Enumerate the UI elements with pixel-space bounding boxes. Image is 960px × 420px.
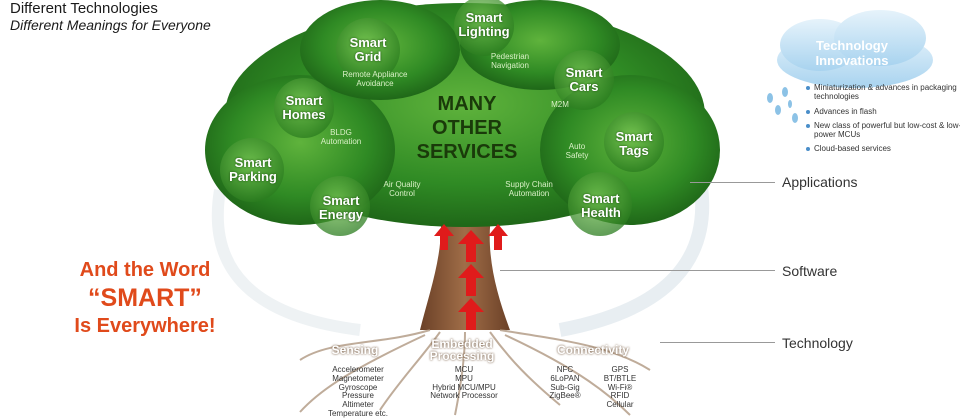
smart-tagline: And the Word “SMART” Is Everywhere! <box>20 256 270 340</box>
list-item: ZigBee® <box>549 391 581 401</box>
innovations-title: Technology Innovations <box>815 38 889 68</box>
connectivity-list-2: GPS BT/BTLE Wi-Fi® RFID Cellular <box>592 365 648 410</box>
list-item: Accelerometer <box>332 365 384 374</box>
list-item: Magnetometer <box>332 373 384 383</box>
smart-health-label: Smart Health <box>581 191 621 220</box>
list-item: RFID <box>610 391 630 401</box>
list-item: Altimeter <box>342 400 374 410</box>
innovation-item: New class of powerful but low-cost & low… <box>814 121 960 139</box>
header-subtitle: Different Meanings for Everyone <box>10 17 211 33</box>
list-item: Network Processor <box>430 391 498 401</box>
list-item: Cellular <box>606 400 634 410</box>
processing-list: MCU MPU Hybrid MCU/MPU Network Processor <box>414 365 514 401</box>
list-item: Pressure <box>341 391 374 401</box>
smart-grid-label: Smart Grid <box>349 35 387 64</box>
rain-drops <box>767 87 798 123</box>
innovation-cloud <box>777 10 933 88</box>
embedded-processing-heading: Embedded Processing <box>429 337 495 363</box>
bullet-icon <box>806 86 810 90</box>
innovation-item: Advances in flash <box>814 107 877 116</box>
list-item: Sub-Gig <box>550 382 580 392</box>
center-line: OTHER <box>432 117 502 139</box>
smart-energy-label: Smart Energy <box>318 193 364 222</box>
header-title: Different Technologies <box>10 0 158 17</box>
list-item: Temperature etc. <box>327 408 389 418</box>
air-quality-label: Air Quality Control <box>383 180 421 198</box>
many-other-services: MANY OTHER SERVICES <box>392 92 542 164</box>
smart-homes-label: Smart Homes <box>282 93 326 122</box>
sensing-list: Accelerometer Magnetometer Gyroscope Pre… <box>308 365 408 419</box>
smart-cars-label: Smart Cars <box>565 65 603 94</box>
applications-leader-line <box>690 182 775 183</box>
list-item: GPS <box>611 365 629 374</box>
list-item: MCU <box>454 365 474 374</box>
tree-roots <box>299 329 651 416</box>
innovation-item: Cloud-based services <box>814 144 891 153</box>
smart-tags-label: Smart Tags <box>615 129 653 158</box>
supply-chain-label: Supply Chain Automation <box>505 180 553 198</box>
list-item: MPU <box>455 373 473 383</box>
connectivity-list-1: NFC 6LoPAN Sub-Gig ZigBee® <box>540 365 590 401</box>
smart-lighting-label: Smart Lighting <box>458 10 510 39</box>
innovation-item: Miniaturization & advances in packaging … <box>814 83 957 101</box>
m2m-label: M2M <box>551 100 569 109</box>
remote-appliance-label: Remote Appliance Avoidance <box>342 70 408 88</box>
tagline-line-3: Is Everywhere! <box>74 315 216 337</box>
pedestrian-navigation-label: Pedestrian Navigation <box>490 52 530 70</box>
bullet-icon <box>806 124 810 128</box>
trunk-arrows <box>434 224 508 330</box>
software-label: Software <box>782 263 838 279</box>
connectivity-heading: Connectivity <box>556 343 629 357</box>
swirl-arc <box>211 189 361 336</box>
applications-label: Applications <box>782 174 858 190</box>
sensing-heading: Sensing <box>331 343 379 357</box>
software-leader-line <box>500 270 775 271</box>
technology-label: Technology <box>782 335 853 351</box>
tagline-line-2: “SMART” <box>88 284 202 312</box>
list-item: Hybrid MCU/MPU <box>432 382 496 392</box>
list-item: Gyroscope <box>338 382 378 392</box>
bldg-automation-label: BLDG Automation <box>320 128 362 146</box>
smart-parking-label: Smart Parking <box>229 155 277 184</box>
bullet-icon <box>806 110 810 114</box>
list-item: NFC <box>556 365 574 374</box>
list-item: 6LoPAN <box>550 373 580 383</box>
swirl-arc <box>558 178 710 337</box>
auto-safety-label: Auto Safety <box>565 142 589 160</box>
list-item: Wi-Fi® <box>607 382 633 392</box>
bullet-icon <box>806 147 810 151</box>
technology-leader-line <box>660 342 775 343</box>
list-item: BT/BTLE <box>603 373 637 383</box>
tagline-line-1: And the Word <box>79 259 211 281</box>
foliage-highlights <box>220 0 664 236</box>
center-line: SERVICES <box>416 141 518 163</box>
center-line: MANY <box>437 93 497 115</box>
